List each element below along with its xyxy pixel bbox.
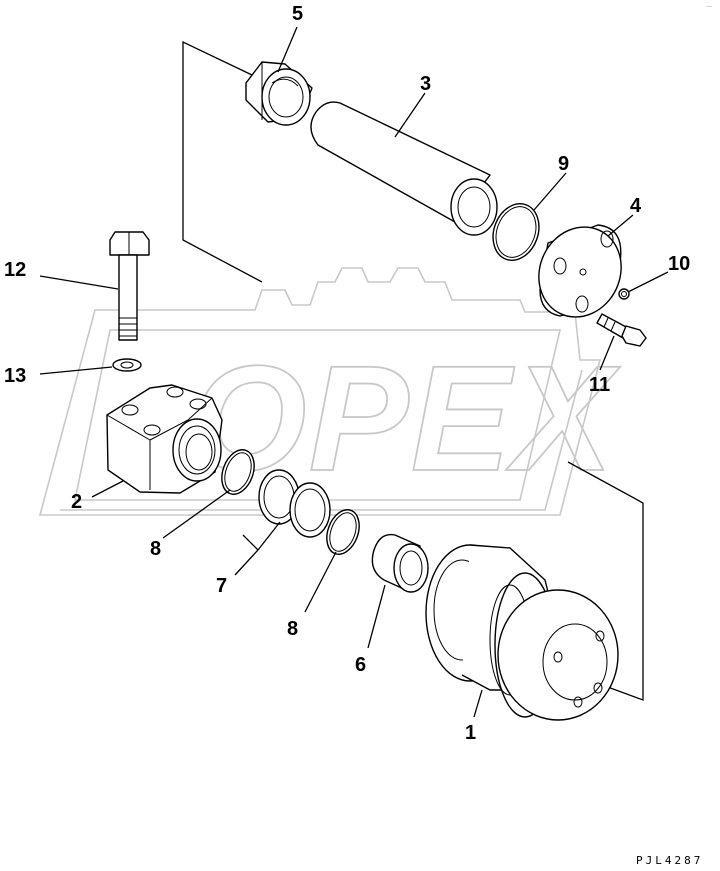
corner-mark: —	[706, 4, 712, 10]
right-assembly-bracket	[567, 461, 644, 701]
callout-10: 10	[668, 253, 690, 275]
leader-6	[367, 584, 386, 649]
part-1-roller	[425, 544, 619, 721]
upper-assembly-bracket	[182, 40, 263, 283]
part-11-bolt	[596, 313, 647, 347]
drawing-reference-code: PJL4287	[636, 854, 703, 867]
leader-10	[627, 271, 669, 293]
callout-13: 13	[4, 365, 26, 387]
part-5-collar	[245, 61, 313, 126]
part-7-floating-seal	[258, 469, 331, 538]
leader-9	[533, 172, 567, 211]
leader-11	[599, 335, 615, 371]
leader-1	[473, 689, 483, 718]
leader-5	[277, 26, 298, 73]
callout-9: 9	[558, 153, 569, 175]
part-4-cover-plate	[538, 224, 622, 318]
part-2-housing-block	[106, 384, 223, 494]
callout-5: 5	[292, 3, 303, 25]
part-8-o-ring-left	[221, 449, 255, 495]
part-10-plug	[618, 288, 630, 300]
leader-3	[394, 92, 426, 138]
assembly-brackets	[182, 40, 644, 701]
leader-lines	[39, 26, 669, 718]
callout-11: 11	[589, 374, 610, 396]
callout-8-left: 8	[150, 538, 161, 560]
callout-6: 6	[355, 654, 366, 676]
leader-2	[91, 480, 124, 498]
callout-12: 12	[4, 259, 26, 281]
callout-8-right: 8	[287, 618, 298, 640]
leader-13	[39, 366, 113, 375]
callout-3: 3	[420, 73, 431, 95]
watermark: OPEX	[38, 267, 621, 516]
part-9-o-ring	[492, 203, 540, 261]
leader-12	[39, 275, 119, 290]
part-6-bushing	[371, 533, 429, 593]
callout-labels: 5 3 9 4 10 11 12 13 2 8 7 8 6 1	[4, 3, 690, 744]
leader-7	[234, 521, 281, 576]
callout-1: 1	[465, 722, 476, 744]
part-13-washer	[112, 358, 142, 372]
leader-7b	[242, 534, 259, 551]
callout-4: 4	[630, 195, 642, 217]
part-3-shaft	[310, 101, 498, 236]
callout-2: 2	[71, 491, 82, 513]
watermark-inner-band	[74, 329, 562, 501]
leader-8-right	[304, 551, 337, 613]
part-8-o-ring-right	[326, 509, 360, 555]
leader-4	[607, 214, 634, 237]
leader-8-left	[162, 489, 231, 539]
watermark-text: OPEX	[190, 334, 621, 502]
part-12-long-bolt	[109, 231, 150, 341]
callout-7: 7	[216, 575, 227, 597]
